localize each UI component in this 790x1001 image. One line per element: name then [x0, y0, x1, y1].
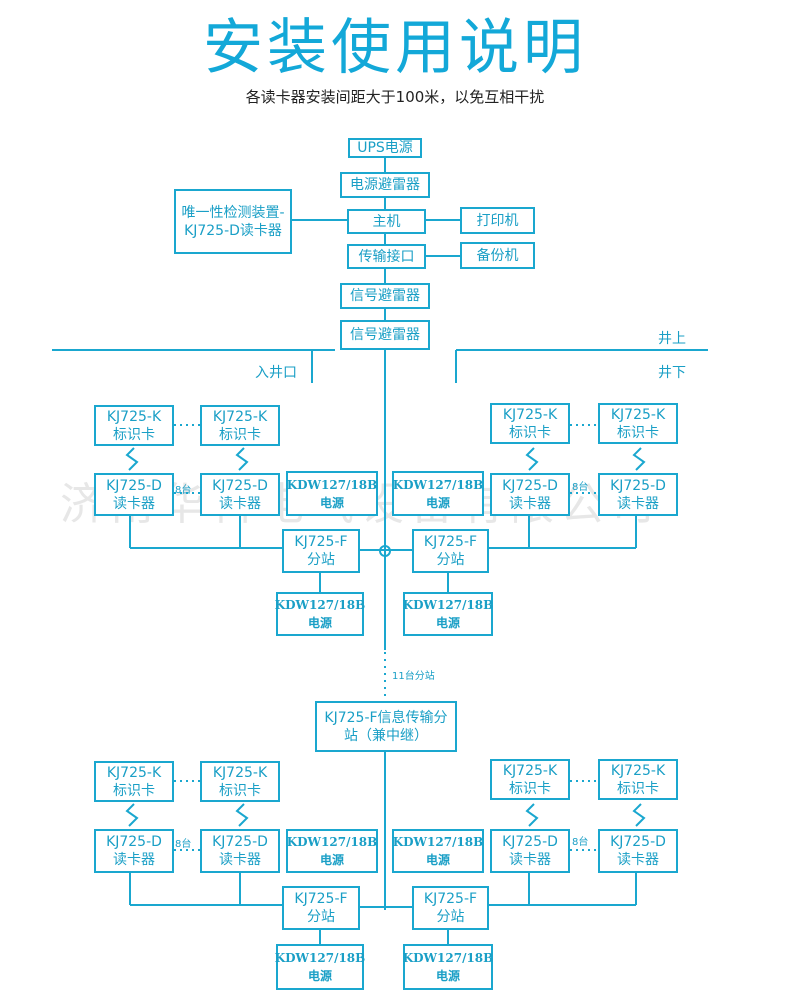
tag-card-box: KJ725-K 标识卡	[598, 403, 678, 444]
power-supply-box: KDW127/18B 电源	[286, 471, 378, 516]
card-reader-box: KJ725-D 读卡器	[490, 829, 570, 873]
page-title: 安装使用说明	[203, 13, 587, 83]
power-supply-box: KDW127/18B 电源	[392, 471, 484, 516]
distance-label: 8台	[175, 839, 192, 850]
shaft-entry-label: 入井口	[255, 365, 297, 381]
ups-power-box: UPS电源	[348, 138, 422, 158]
substation-box: KJ725-F 分站	[282, 529, 360, 573]
signal-surge-arrester-2-box: 信号避雷器	[340, 320, 430, 350]
substation-box: KJ725-F 分站	[412, 529, 489, 573]
distance-label: 8台	[175, 485, 192, 496]
power-supply-box: KDW127/18B 电源	[403, 592, 493, 636]
card-reader-box: KJ725-D 读卡器	[94, 829, 174, 873]
above-ground-label: 井上	[658, 331, 686, 347]
backup-machine-box: 备份机	[460, 242, 535, 269]
substation-box: KJ725-F 分站	[412, 886, 489, 930]
substation-box: KJ725-F 分站	[282, 886, 360, 930]
power-surge-arrester-box: 电源避雷器	[340, 172, 430, 198]
tag-card-box: KJ725-K 标识卡	[94, 405, 174, 446]
tag-card-box: KJ725-K 标识卡	[490, 403, 570, 444]
uniqueness-detector-box: 唯一性检测装置-KJ725-D读卡器	[174, 189, 292, 254]
host-box: 主机	[347, 209, 426, 234]
tag-card-box: KJ725-K 标识卡	[200, 405, 280, 446]
distance-label: 8台	[572, 837, 589, 848]
station-count-label: 11台分站	[392, 671, 435, 682]
card-reader-box: KJ725-D 读卡器	[490, 473, 570, 516]
card-reader-box: KJ725-D 读卡器	[598, 473, 678, 516]
tag-card-box: KJ725-K 标识卡	[490, 759, 570, 800]
tag-card-box: KJ725-K 标识卡	[200, 761, 280, 802]
card-reader-box: KJ725-D 读卡器	[200, 829, 280, 873]
below-ground-label: 井下	[658, 365, 686, 381]
card-reader-box: KJ725-D 读卡器	[598, 829, 678, 873]
distance-label: 8台	[572, 482, 589, 493]
card-reader-box: KJ725-D 读卡器	[94, 473, 174, 516]
card-reader-box: KJ725-D 读卡器	[200, 473, 280, 516]
tag-card-box: KJ725-K 标识卡	[598, 759, 678, 800]
printer-box: 打印机	[460, 207, 535, 234]
power-supply-box: KDW127/18B 电源	[286, 829, 378, 873]
power-supply-box: KDW127/18B 电源	[275, 592, 365, 636]
power-supply-box: KDW127/18B 电源	[392, 829, 484, 873]
transport-interface-box: 传输接口	[347, 244, 426, 269]
power-supply-box: KDW127/18B 电源	[403, 944, 493, 990]
tag-card-box: KJ725-K 标识卡	[94, 761, 174, 802]
signal-surge-arrester-1-box: 信号避雷器	[340, 283, 430, 309]
page-subtitle: 各读卡器安装间距大于100米，以免互相干扰	[245, 88, 545, 106]
relay-station-box: KJ725-F信息传输分站（兼中继）	[315, 701, 457, 752]
power-supply-box: KDW127/18B 电源	[275, 944, 365, 990]
